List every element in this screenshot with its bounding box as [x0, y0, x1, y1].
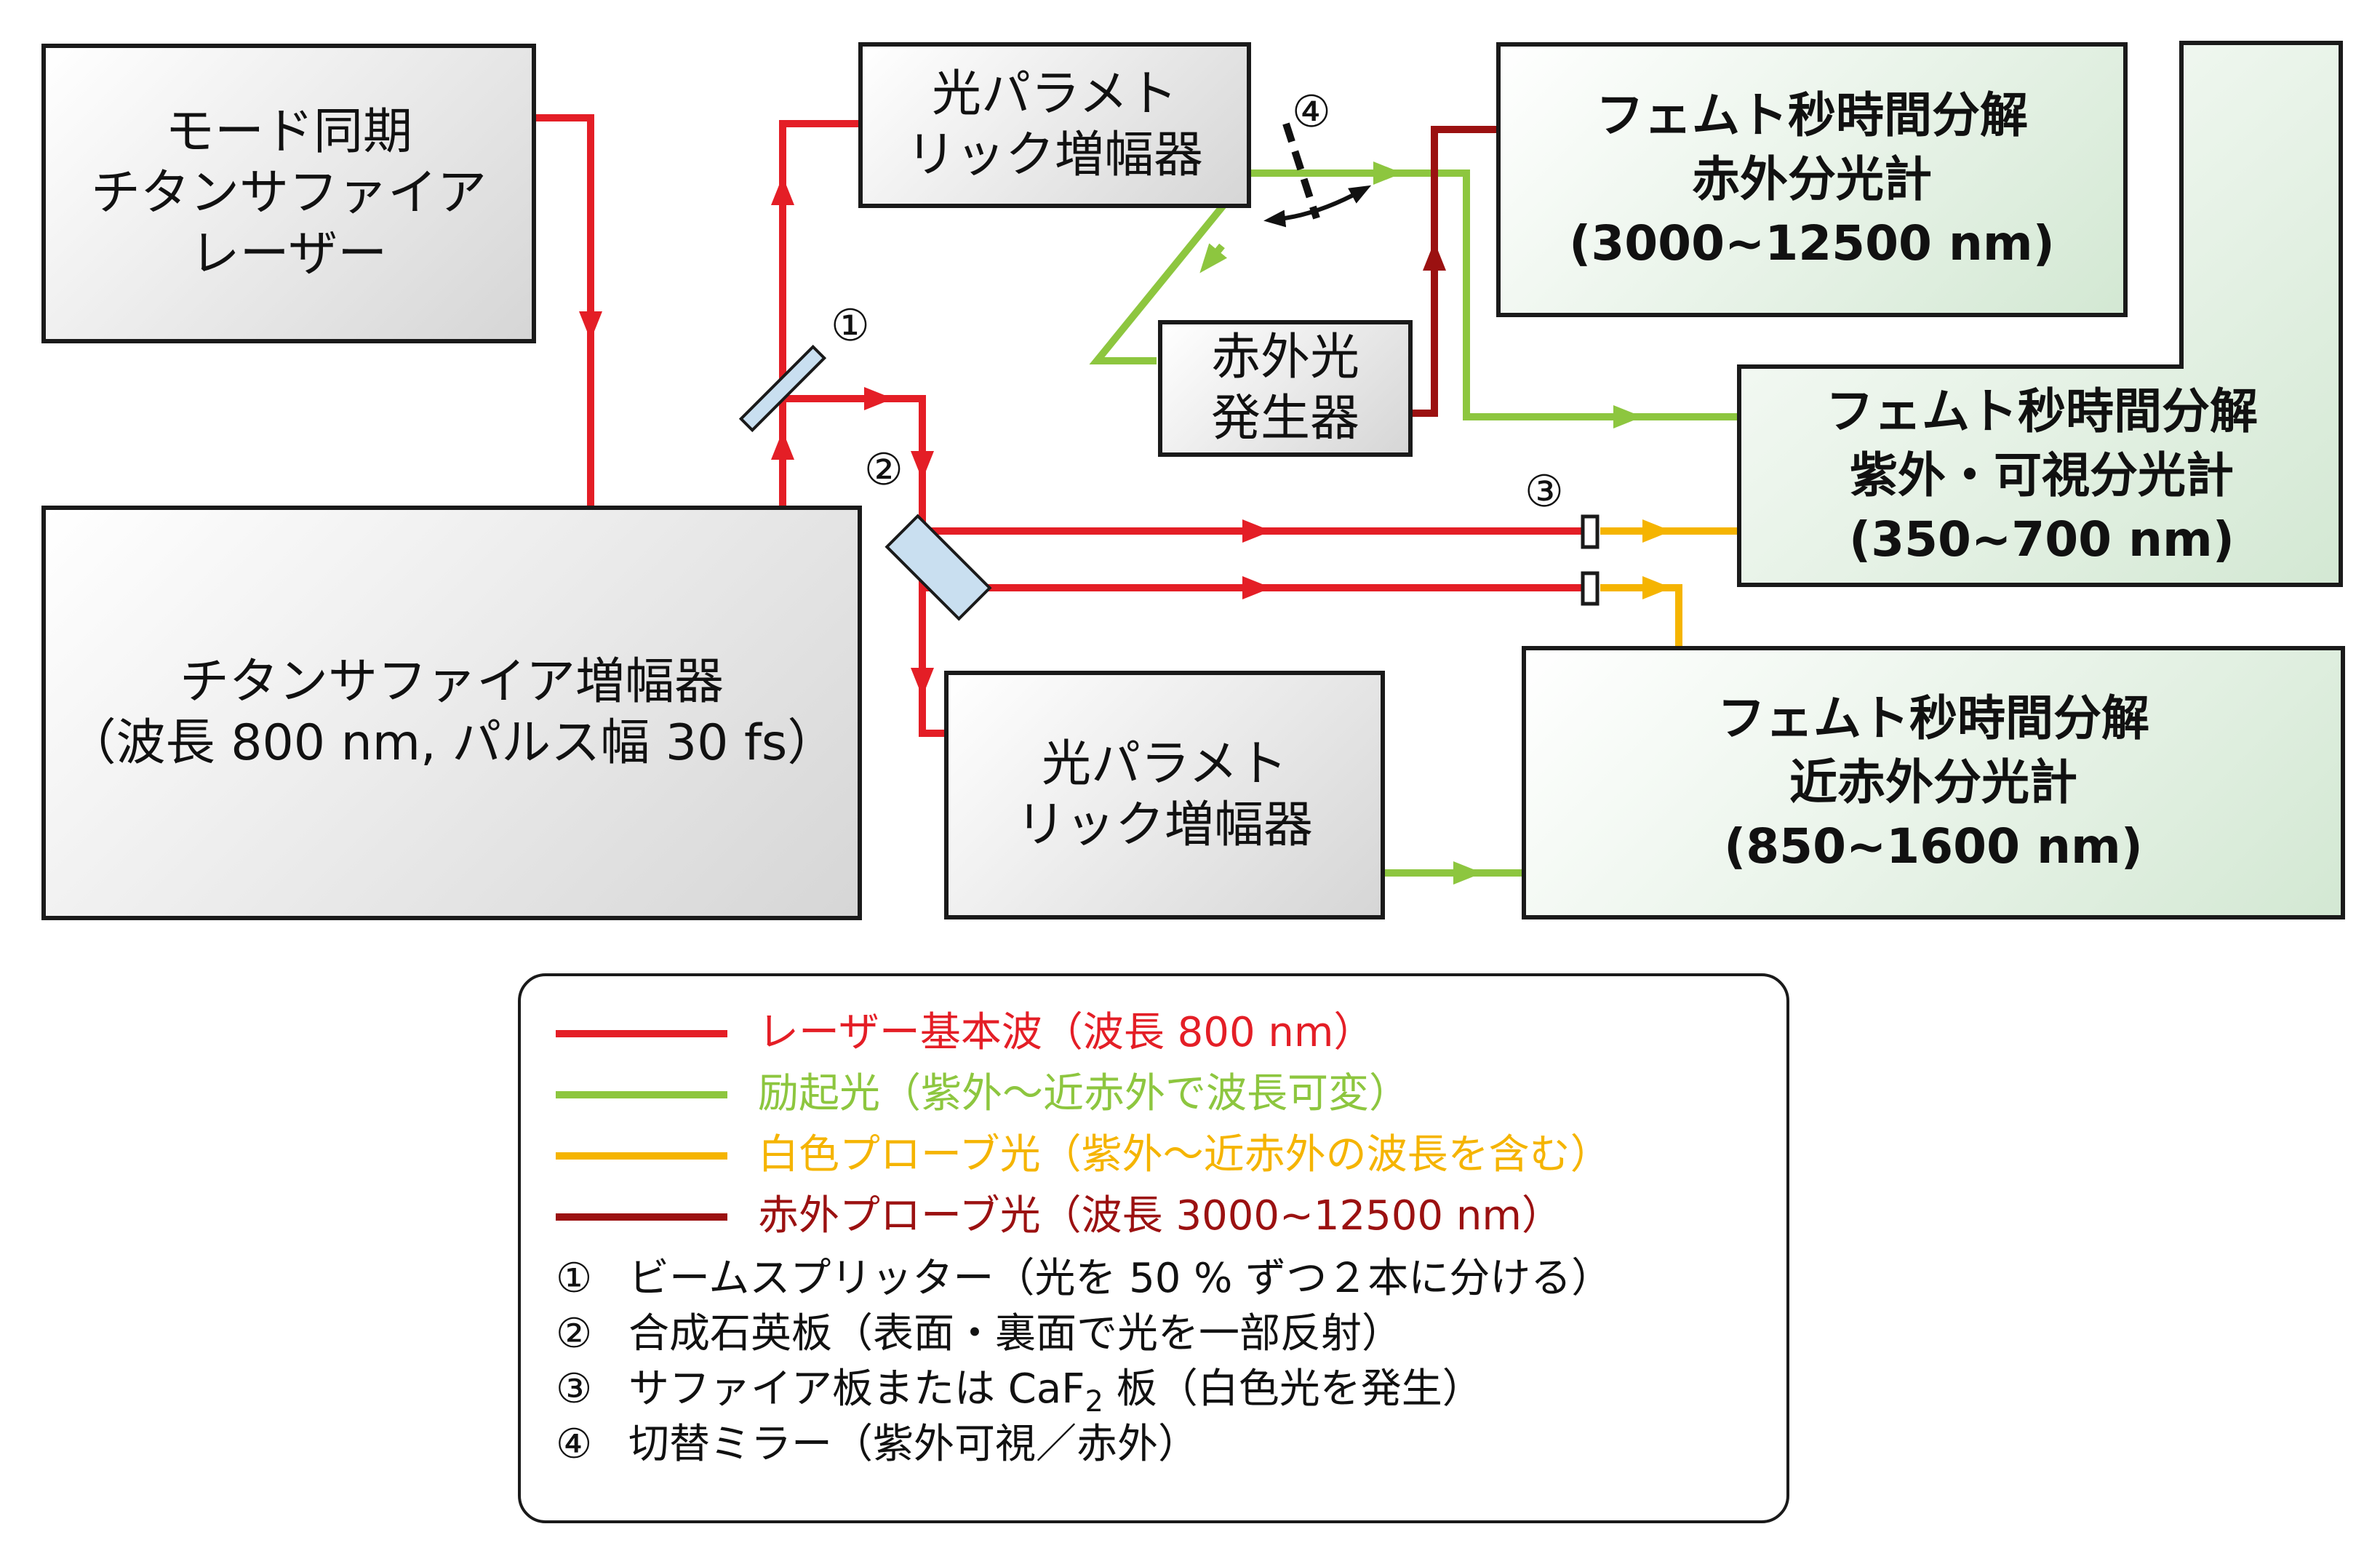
- legend-text-fundamental: レーザー基本波（波長 800 nm）: [758, 1009, 1375, 1056]
- legend-note-2-text: 合成石英板（表面・裏面で光を一部反射）: [628, 1310, 1402, 1357]
- marker-quartz-plate: ②: [864, 444, 903, 495]
- legend-note-3-text-pre: サファイア板または CaF: [628, 1365, 1085, 1413]
- beam-ir-probe: [1411, 126, 1498, 417]
- beam-excitation-top: [1089, 161, 1740, 428]
- opa-top-box: 光パラメト リック増幅器: [858, 42, 1251, 208]
- beam-splitter: [738, 344, 827, 433]
- mode-locked-laser-line-1: モード同期: [164, 103, 412, 161]
- beam-white-probe: [1600, 519, 1740, 647]
- legend-note-3-text-post: 板（白色光を発生）: [1103, 1365, 1483, 1413]
- spectrometer-ir-line-1: フェムト秒時間分解: [1596, 87, 2028, 143]
- spectrometer-nir-line-3: (850~1600 nm): [1724, 818, 2143, 874]
- legend-note-1-marker: ①: [556, 1255, 593, 1302]
- opa-top-line-2: リック増幅器: [906, 127, 1203, 184]
- switch-mirror: [1282, 122, 1320, 220]
- quartz-plate: [884, 514, 992, 621]
- spectrometer-uvvis-line-1: フェムト秒時間分解: [1826, 383, 2258, 439]
- switch-mirror-rotation-arrow: [1263, 185, 1372, 228]
- legend-note-1-text: ビームスプリッター（光を 50 % ずつ２本に分ける）: [628, 1255, 1613, 1302]
- legend-note-quartz-plate: ② 合成石英板（表面・裏面で光を一部反射）: [556, 1311, 1402, 1357]
- legend-text-excitation: 励起光（紫外〜近赤外で波長可変）: [758, 1070, 1410, 1117]
- spectrometer-nir-box: フェムト秒時間分解 近赤外分光計 (850~1600 nm): [1522, 646, 2345, 919]
- amplifier-line-2: （波長 800 nm, パルス幅 30 fs）: [66, 714, 837, 772]
- legend-note-4-text: 切替ミラー（紫外可視／赤外）: [628, 1421, 1199, 1468]
- legend-text-white-probe: 白色プローブ光（紫外〜近赤外の波長を含む）: [758, 1131, 1611, 1178]
- spectrometer-nir-line-1: フェムト秒時間分解: [1717, 690, 2149, 746]
- opa-top-line-1: 光パラメト: [932, 65, 1178, 123]
- sapphire-plate-upper: [1581, 514, 1600, 549]
- ir-generator-line-1: 赤外光: [1210, 329, 1359, 386]
- opa-bottom-line-1: 光パラメト: [1042, 735, 1287, 793]
- legend-line-excitation: [556, 1091, 727, 1098]
- legend-text-ir-probe: 赤外プローブ光（波長 3000~12500 nm）: [758, 1192, 1562, 1240]
- legend-line-white-probe: [556, 1152, 727, 1160]
- legend-note-2-marker: ②: [556, 1310, 593, 1357]
- spectrometer-uvvis-outline: [1737, 41, 2343, 587]
- legend-panel: レーザー基本波（波長 800 nm） 励起光（紫外〜近赤外で波長可変） 白色プロ…: [518, 973, 1789, 1523]
- legend-line-ir-probe: [556, 1213, 727, 1221]
- opa-bottom-line-2: リック増幅器: [1015, 797, 1313, 854]
- ir-generator-line-2: 発生器: [1210, 390, 1359, 447]
- legend-note-sapphire-plate: ③ サファイア板または CaF2 板（白色光を発生）: [556, 1365, 1483, 1417]
- mode-locked-laser-line-2: チタンサファイア: [90, 164, 487, 222]
- amplifier-box: チタンサファイア増幅器 （波長 800 nm, パルス幅 30 fs）: [41, 506, 862, 920]
- spectrometer-uvvis-label: フェムト秒時間分解 紫外・可視分光計 (350~700 nm): [1740, 370, 2344, 582]
- legend-note-switch-mirror: ④ 切替ミラー（紫外可視／赤外）: [556, 1421, 1199, 1468]
- legend-note-3-marker: ③: [556, 1365, 593, 1413]
- marker-switch-mirror: ④: [1292, 87, 1331, 137]
- legend-note-beam-splitter: ① ビームスプリッター（光を 50 % ずつ２本に分ける）: [556, 1256, 1612, 1302]
- spectrometer-nir-line-2: 近赤外分光計: [1789, 754, 2077, 810]
- amplifier-line-1: チタンサファイア増幅器: [179, 653, 724, 711]
- legend-line-fundamental: [556, 1030, 727, 1037]
- spectrometer-ir-line-2: 赤外分光計: [1692, 151, 1932, 207]
- beam-fundamental-oscillator: [534, 114, 602, 506]
- ir-generator-box: 赤外光 発生器: [1158, 320, 1413, 457]
- legend-note-4-marker: ④: [556, 1421, 593, 1468]
- legend-note-3-subscript: 2: [1085, 1385, 1103, 1419]
- opa-bottom-box: 光パラメト リック増幅器: [944, 671, 1385, 919]
- spectrometer-uvvis-line-3: (350~700 nm): [1849, 511, 2235, 567]
- spectrometer-uvvis-line-2: 紫外・可視分光計: [1850, 447, 2234, 503]
- marker-beam-splitter: ①: [831, 300, 870, 351]
- mode-locked-laser-line-3: レーザー: [190, 226, 388, 283]
- marker-sapphire-plate: ③: [1525, 466, 1564, 517]
- spectrometer-ir-line-3: (3000~12500 nm): [1569, 215, 2055, 271]
- mode-locked-laser-box: モード同期 チタンサファイア レーザー: [41, 44, 536, 343]
- spectrometer-ir-box: フェムト秒時間分解 赤外分光計 (3000~12500 nm): [1496, 42, 2128, 317]
- sapphire-plate-lower: [1581, 571, 1600, 606]
